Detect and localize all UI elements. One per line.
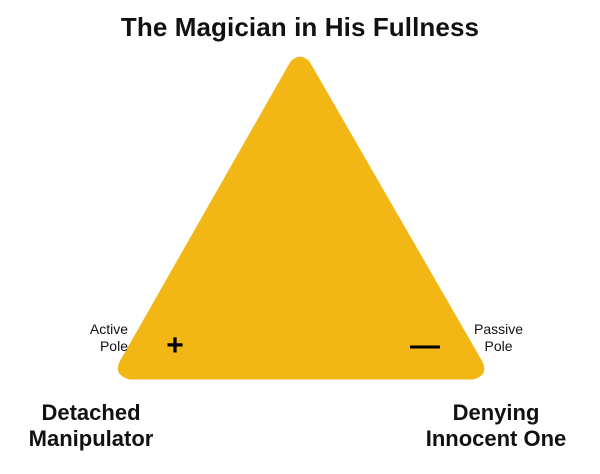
detached-manipulator-label: Detached Manipulator — [28, 400, 154, 451]
active-pole-label: Active Pole — [89, 321, 128, 354]
denying-innocent-one-label: Denying Innocent One — [425, 400, 567, 451]
plus-sign-icon: + — [166, 329, 184, 362]
minus-sign-icon: — — [410, 329, 440, 362]
passive-pole-label: Passive Pole — [474, 321, 524, 354]
page-title: The Magician in His Fullness — [120, 12, 480, 42]
